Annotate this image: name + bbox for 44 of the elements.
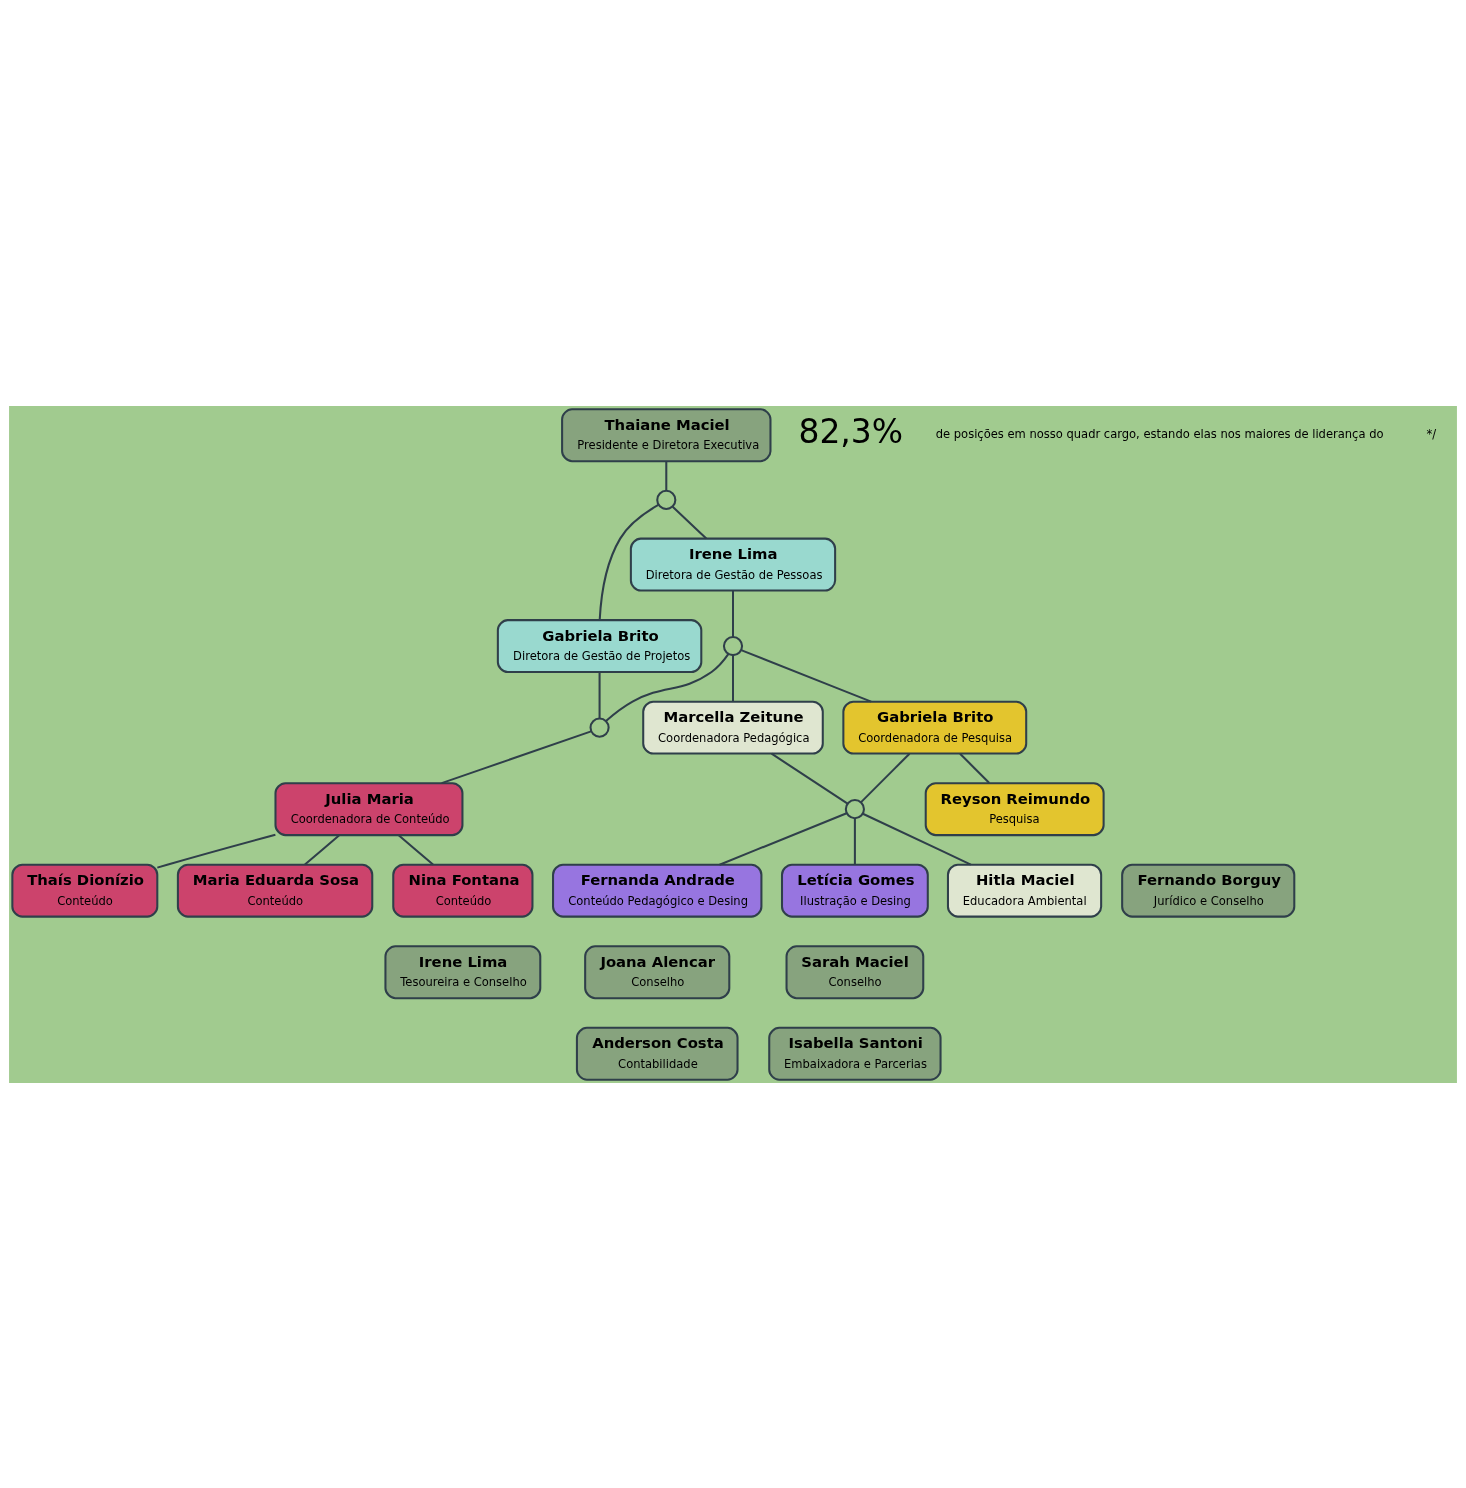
node-box: Gabriela Brito Coordenadora de Pesquisa bbox=[842, 700, 1028, 755]
connector bbox=[672, 505, 708, 539]
node-circle bbox=[589, 717, 610, 738]
node-box: Irene Lima Diretora de Gestão de Pessoas bbox=[629, 537, 837, 591]
connector bbox=[862, 812, 972, 865]
connector bbox=[853, 817, 856, 865]
node-box: Thaís Dionízio Conteúdo bbox=[11, 863, 159, 918]
node-circle bbox=[656, 489, 677, 510]
label: de posições em nosso quadr cargo, estando elas nos maiores de liderança do bbox=[935, 426, 1384, 441]
connector bbox=[731, 654, 735, 701]
node-box: Isabella Santoni Embaixadora e Parcerias bbox=[768, 1026, 942, 1081]
node-box: Marcella Zeitune Coordenadora Pedagógica bbox=[642, 700, 824, 755]
node-box: Fernando Borguy Jurídico e Conselho bbox=[1121, 863, 1296, 918]
node-box: Maria Eduarda Sosa Conteúdo bbox=[176, 863, 374, 918]
node-box: Thaiane Maciel Presidente e Diretora Executiva bbox=[561, 407, 772, 462]
node-box: Anderson Costa Contabilidade bbox=[575, 1026, 739, 1081]
node-box: Joana Alencar Conselho bbox=[584, 944, 731, 999]
node-box: Sarah Maciel Conselho bbox=[785, 944, 925, 999]
node-box: Letícia Gomes Ilustração e Desing bbox=[780, 863, 929, 918]
connector bbox=[959, 752, 990, 784]
connector bbox=[860, 752, 911, 803]
connector bbox=[304, 833, 340, 865]
connector bbox=[598, 671, 601, 718]
label: */ bbox=[1426, 426, 1437, 441]
node-box: Nina Fontana Conteúdo bbox=[392, 863, 534, 918]
label: 82,3% bbox=[798, 411, 904, 451]
connector bbox=[740, 648, 872, 703]
node-box: Irene Lima Tesoureira e Conselho bbox=[384, 944, 542, 999]
node-circle bbox=[722, 635, 744, 656]
node-box: Fernanda Andrade Conteúdo Pedagógico e Desing bbox=[552, 863, 763, 918]
connector bbox=[441, 729, 592, 784]
node-box: Gabriela Brito Diretora de Gestão de Projetos bbox=[496, 618, 703, 673]
node-box: Reyson Reimundo Pesquisa bbox=[924, 781, 1105, 836]
node-box: Hitla Maciel Educadora Ambiental bbox=[946, 863, 1103, 918]
connector bbox=[398, 833, 434, 865]
connector bbox=[157, 833, 276, 869]
connector bbox=[731, 590, 735, 637]
node-circle bbox=[844, 798, 865, 819]
node-box: Julia Maria Coordenadora de Conteúdo bbox=[274, 781, 464, 836]
connector bbox=[605, 652, 730, 722]
connector bbox=[719, 811, 848, 866]
connector bbox=[665, 460, 668, 491]
connector bbox=[771, 752, 849, 804]
connector bbox=[598, 503, 659, 620]
